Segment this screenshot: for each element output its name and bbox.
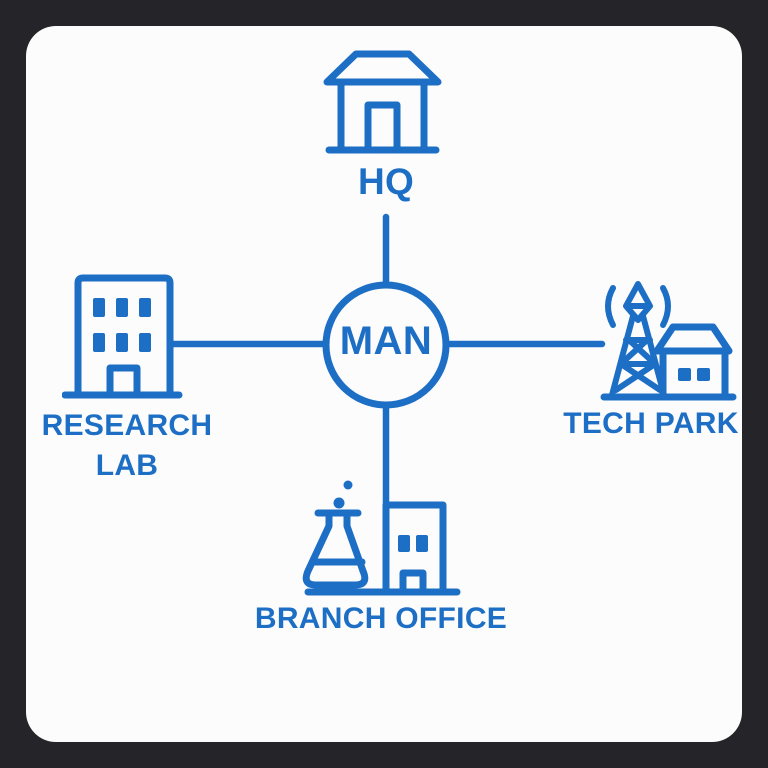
branch-office-node-label: BRANCH OFFICE: [254, 602, 508, 635]
man-node-label: MAN: [339, 319, 433, 363]
office-building-icon: [62, 274, 183, 399]
flask-building-icon: [302, 480, 461, 596]
radio-tower-house-icon: [600, 281, 737, 401]
research-lab-node-label: RESEARCH LAB: [41, 409, 213, 482]
hq-node-label: HQ: [357, 161, 415, 202]
house-icon: [323, 50, 442, 154]
man-hub-circle: [322, 281, 450, 409]
tech-park-node-label: TECH PARK: [563, 407, 739, 440]
